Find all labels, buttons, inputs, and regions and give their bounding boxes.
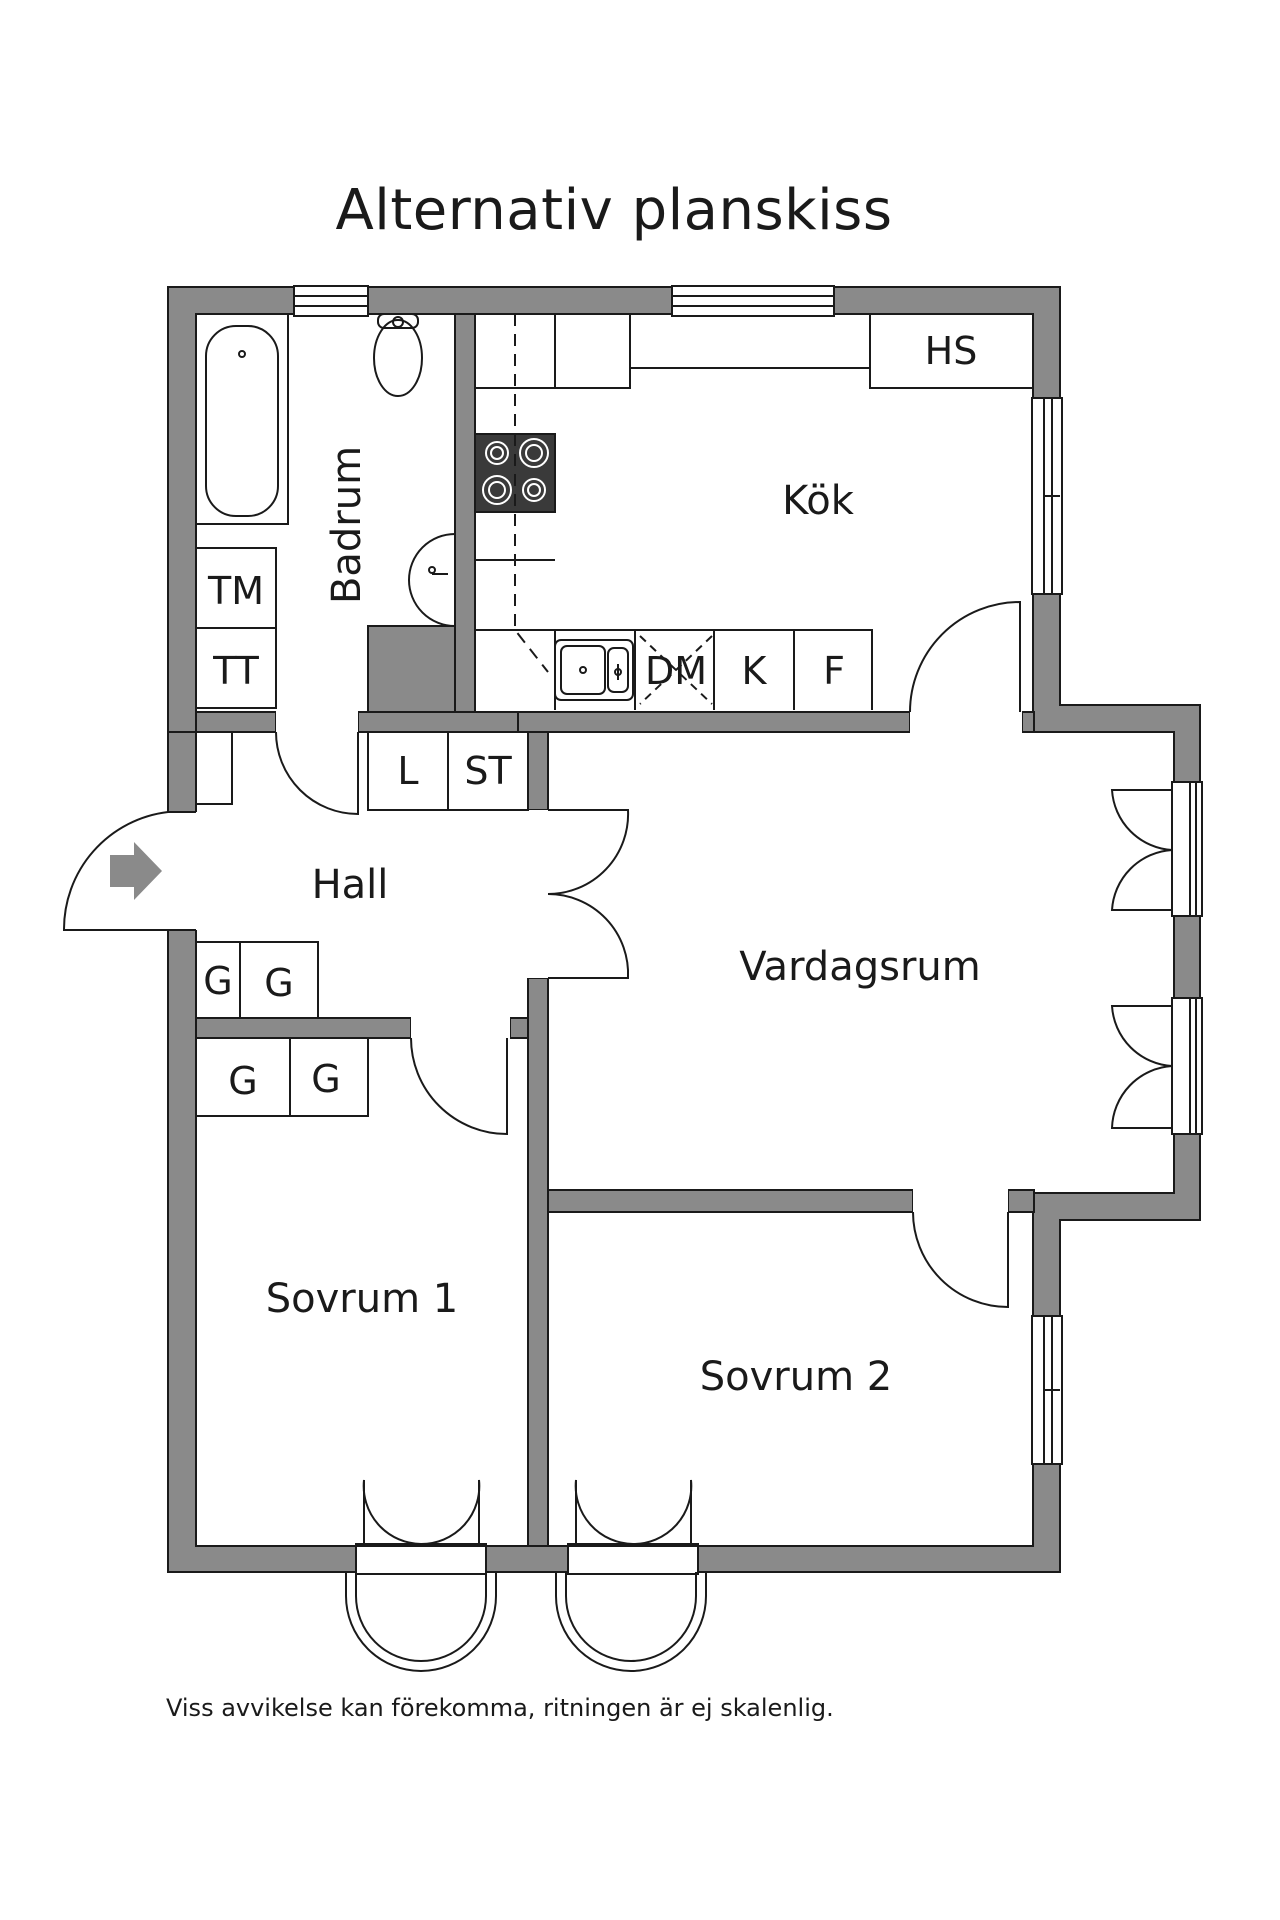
bathtub-icon [195, 313, 289, 525]
balcony-door-bedroom1 [345, 1479, 497, 1672]
kitchen-lower-counter [475, 629, 873, 710]
fixture-label-st: ST [464, 749, 512, 793]
door-kitchen [909, 600, 1022, 734]
fixture-label-g1: G [203, 959, 232, 1003]
washbasin-icon [408, 533, 456, 627]
sink-icon [554, 639, 634, 701]
counter-dashed-line [514, 314, 549, 673]
fixture-label-hs: HS [925, 329, 978, 373]
room-label-sovrum1: Sovrum 1 [266, 1276, 458, 1322]
hall-living-wall-upper [527, 731, 549, 811]
door-bedroom1 [410, 1016, 510, 1136]
kitchen-living-wall-right [1021, 711, 1035, 733]
hall-closet-small [195, 731, 233, 805]
window-kitchen-top [671, 285, 835, 317]
fixture-label-g2: G [264, 961, 293, 1005]
bath-kitchen-wall [454, 313, 476, 735]
plan-title: Alternativ planskiss [335, 178, 893, 243]
wardrobe-g3-box [195, 1037, 291, 1117]
balcony-door-living-lower [1110, 997, 1203, 1135]
entrance-arrow-icon [110, 842, 162, 900]
wardrobe-g1-box [195, 941, 241, 1019]
fixture-label-dm: DM [645, 649, 707, 693]
dishwasher-box [639, 635, 713, 705]
wardrobe-g2-box [239, 941, 319, 1019]
fixture-label-tt: TT [212, 649, 260, 693]
room-label-hall: Hall [312, 862, 389, 908]
door-hall-living [526, 809, 630, 979]
fixture-label-g4: G [311, 1057, 340, 1101]
balcony-door-living-upper [1110, 781, 1203, 917]
disclaimer-text: Viss avvikelse kan förekomma, ritningen … [166, 1694, 834, 1722]
balcony-door-bedroom2 [555, 1479, 707, 1672]
window-bathroom [293, 285, 369, 317]
fixture-tt-box [195, 627, 277, 709]
fixture-tm-box [195, 547, 277, 629]
hall-entrance-wall-top [167, 731, 197, 813]
entrance-door [62, 811, 169, 931]
fixture-l-box [367, 731, 449, 811]
fixture-st-box [447, 731, 529, 811]
hall-bedroom-wall [195, 1017, 412, 1039]
door-bathroom [275, 710, 359, 816]
door-bedroom2 [912, 1188, 1009, 1309]
wardrobe-g4-box [289, 1037, 369, 1117]
room-label-vardagsrum: Vardagsrum [739, 944, 980, 990]
room-label-badrum: Badrum [324, 446, 370, 604]
toilet-icon [373, 313, 423, 397]
living-bedroom-wall-right [1007, 1189, 1035, 1213]
fixture-label-tm: TM [207, 569, 264, 613]
entrance-opening [166, 812, 198, 930]
bath-hall-wall-left [195, 711, 277, 733]
hall-bedroom-wall-right [509, 1017, 529, 1039]
living-bedroom-wall [547, 1189, 914, 1213]
fixture-label-g3: G [228, 1059, 257, 1103]
window-kitchen-right [1031, 397, 1063, 595]
fixture-label-l: L [397, 749, 418, 793]
room-label-sovrum2: Sovrum 2 [700, 1354, 892, 1400]
fixture-label-k: K [742, 649, 768, 693]
fixture-hs-box [869, 313, 1034, 389]
hall-top-wall [357, 711, 519, 733]
room-label-kok: Kök [782, 478, 855, 524]
hall-living-wall-lower [527, 977, 549, 1547]
kitchen-living-wall-left [517, 711, 911, 733]
fixture-label-f: F [823, 649, 845, 693]
window-bedroom2-right [1031, 1315, 1063, 1465]
